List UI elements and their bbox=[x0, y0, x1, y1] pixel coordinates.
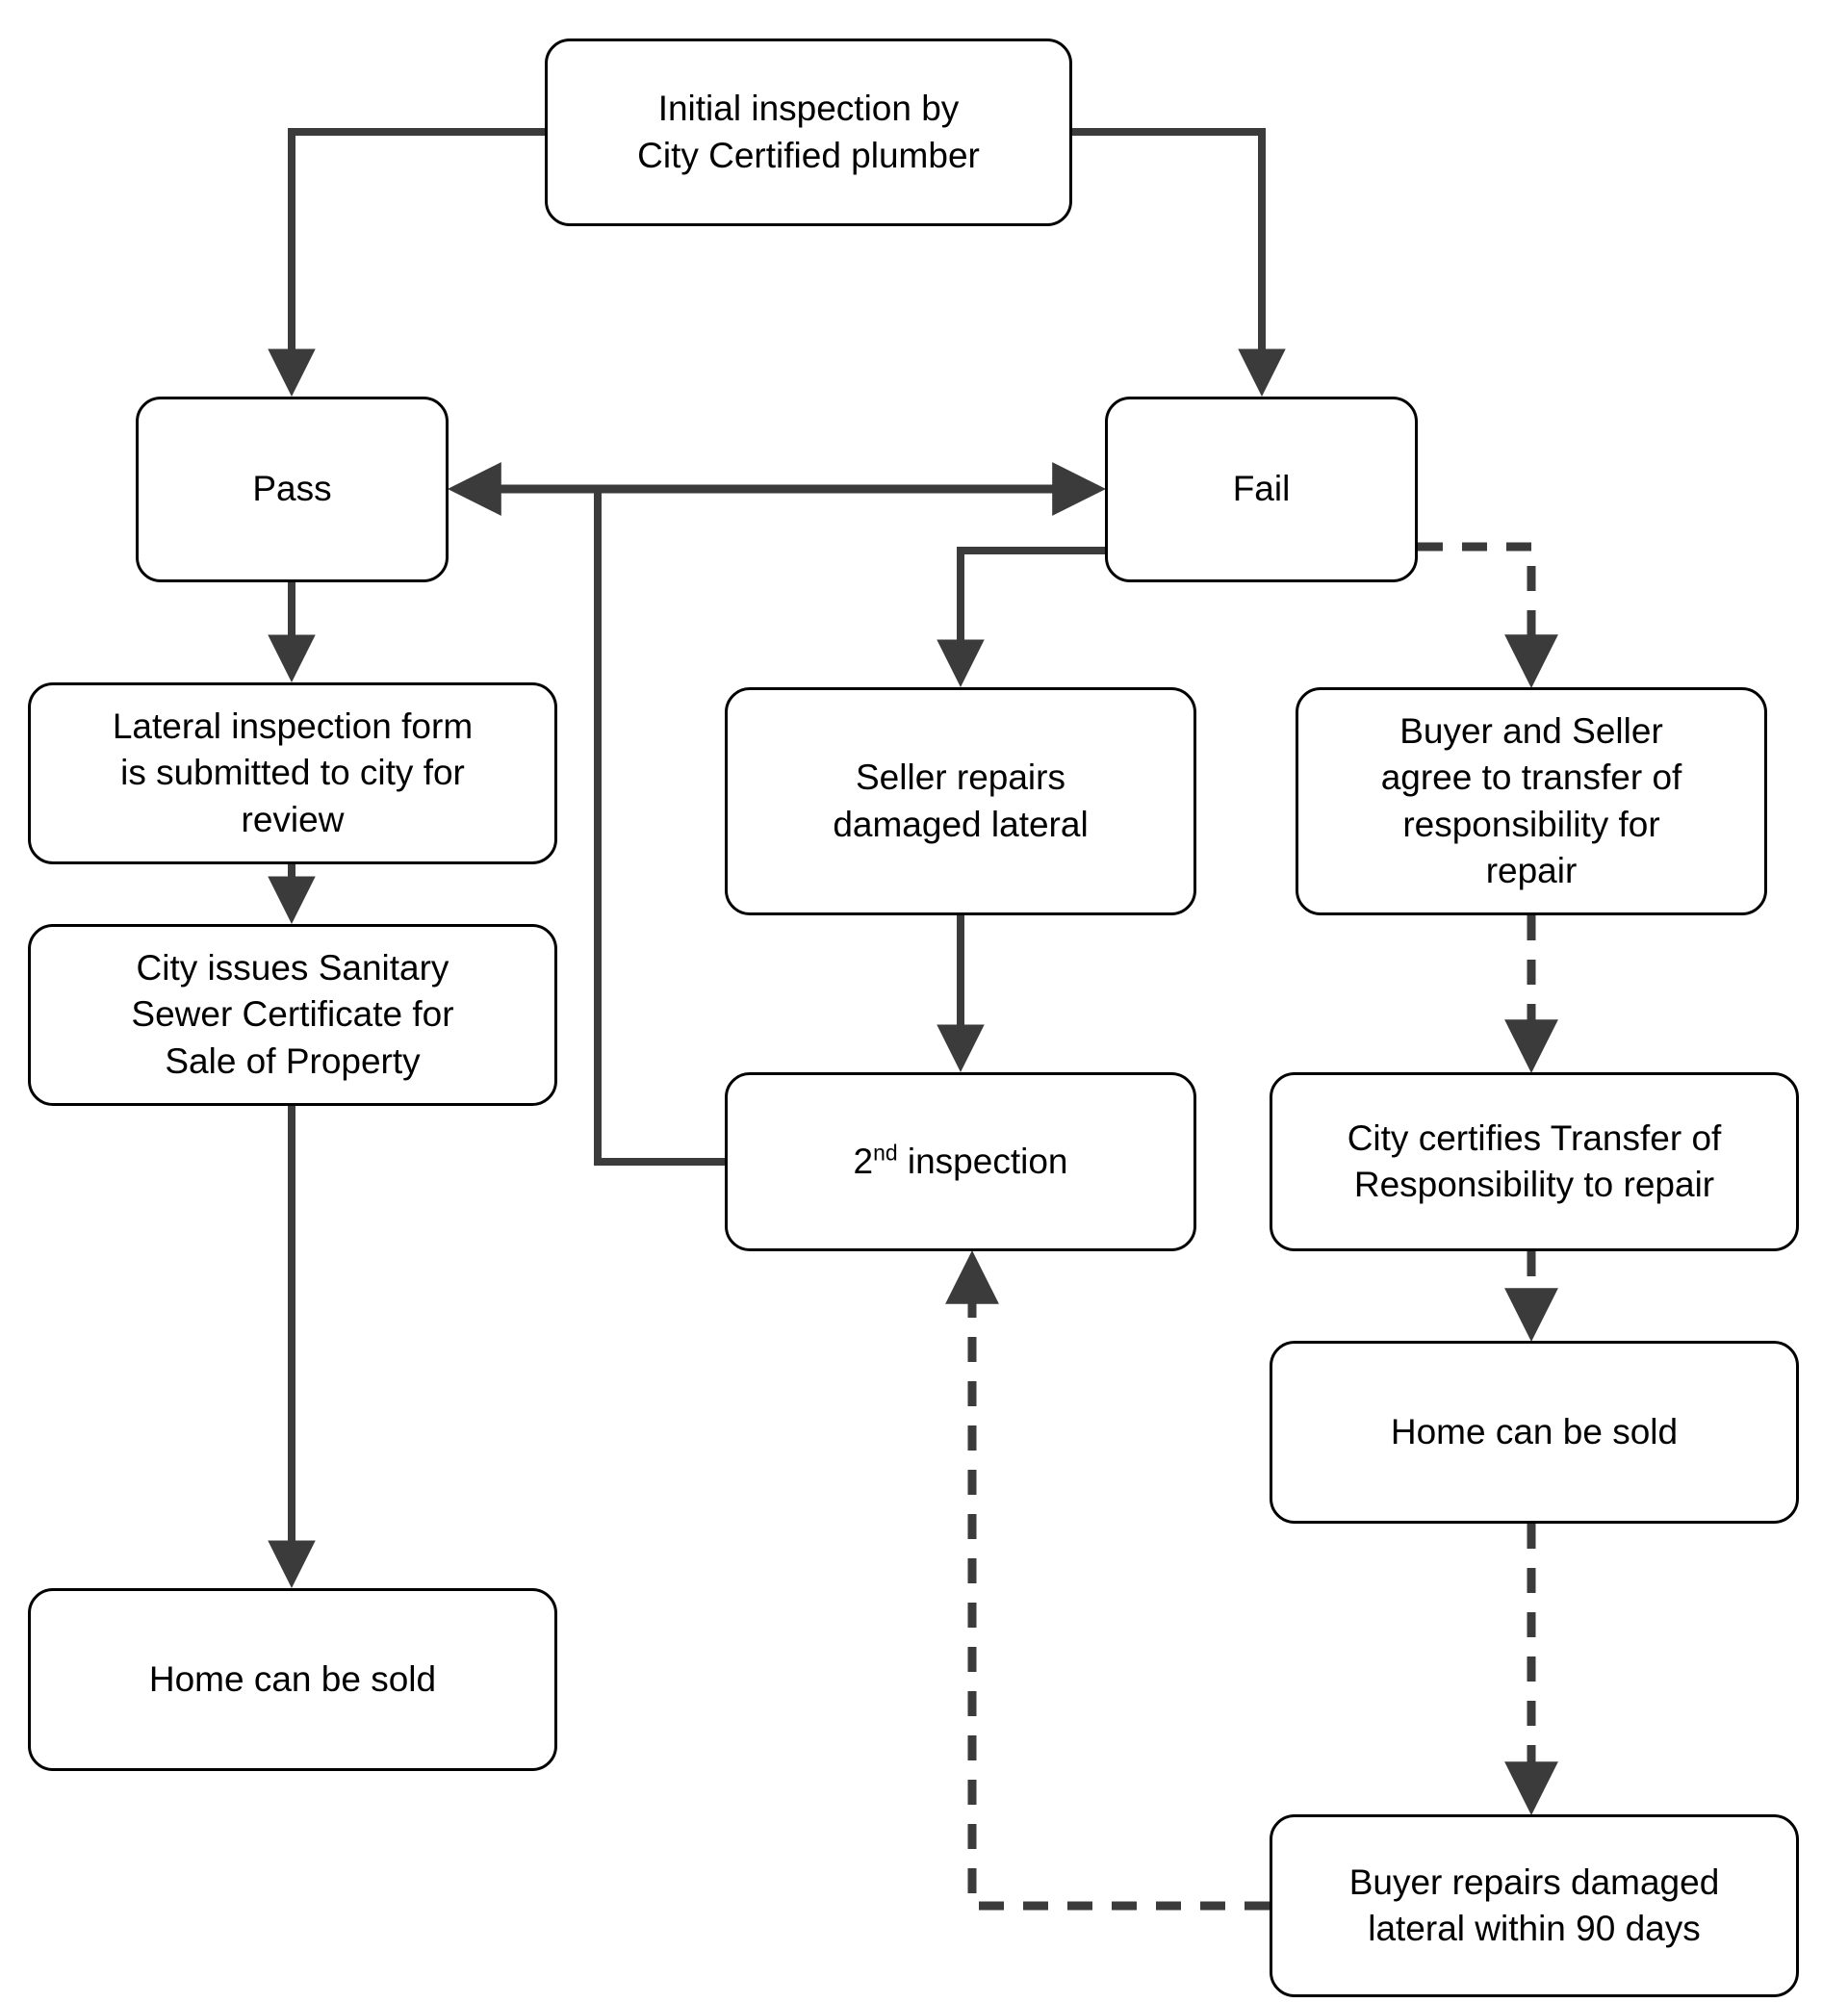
second-inspection-node[interactable]: 2nd inspection bbox=[725, 1072, 1196, 1251]
home-can-be-sold-left-node[interactable]: Home can be sold bbox=[28, 1588, 557, 1771]
pass-label: Pass bbox=[252, 469, 332, 509]
initial-inspection-label: Initial inspection by City Certified plu… bbox=[637, 89, 980, 175]
buyer-seller-transfer-agreement-node[interactable]: Buyer and Seller agree to transfer of re… bbox=[1296, 687, 1767, 915]
edge-second-inspection-to-pass-fail bbox=[594, 493, 725, 1166]
initial-inspection-node[interactable]: Initial inspection by City Certified plu… bbox=[545, 39, 1072, 226]
pass-node[interactable]: Pass bbox=[136, 397, 449, 582]
sanitary-sewer-certificate-node[interactable]: City issues Sanitary Sewer Certificate f… bbox=[28, 924, 557, 1106]
second-inspection-label: 2nd inspection bbox=[853, 1140, 1068, 1181]
city-certifies-transfer-node[interactable]: City certifies Transfer of Responsibilit… bbox=[1270, 1072, 1799, 1251]
fail-label: Fail bbox=[1232, 469, 1291, 509]
home-can-be-sold-left-label: Home can be sold bbox=[148, 1658, 437, 1699]
fail-node[interactable]: Fail bbox=[1105, 397, 1418, 582]
sanitary-sewer-certificate-label: City issues Sanitary Sewer Certificate f… bbox=[131, 948, 454, 1081]
home-can-be-sold-right-label: Home can be sold bbox=[1390, 1411, 1679, 1451]
seller-repairs-lateral-node[interactable]: Seller repairs damaged lateral bbox=[725, 687, 1196, 915]
buyer-seller-transfer-agreement-label: Buyer and Seller agree to transfer of re… bbox=[1380, 711, 1682, 890]
city-certifies-transfer-label: City certifies Transfer of Responsibilit… bbox=[1347, 1117, 1722, 1204]
edge-initial-to-pass bbox=[268, 128, 545, 398]
edge-fail-to-transfer-agreement bbox=[1418, 542, 1558, 689]
lateral-inspection-form-label: Lateral inspection form is submitted to … bbox=[112, 706, 474, 839]
edge-fail-to-seller-repairs bbox=[937, 547, 1105, 688]
lateral-inspection-form-node[interactable]: Lateral inspection form is submitted to … bbox=[28, 682, 557, 864]
edge-buyer-repairs-to-second-inspection bbox=[945, 1249, 1270, 1911]
buyer-repairs-lateral-label: Buyer repairs damaged lateral within 90 … bbox=[1348, 1862, 1720, 1948]
seller-repairs-lateral-label: Seller repairs damaged lateral bbox=[833, 758, 1089, 844]
home-can-be-sold-right-node[interactable]: Home can be sold bbox=[1270, 1341, 1799, 1524]
buyer-repairs-lateral-node[interactable]: Buyer repairs damaged lateral within 90 … bbox=[1270, 1814, 1799, 1997]
edge-initial-to-fail bbox=[1072, 128, 1286, 398]
